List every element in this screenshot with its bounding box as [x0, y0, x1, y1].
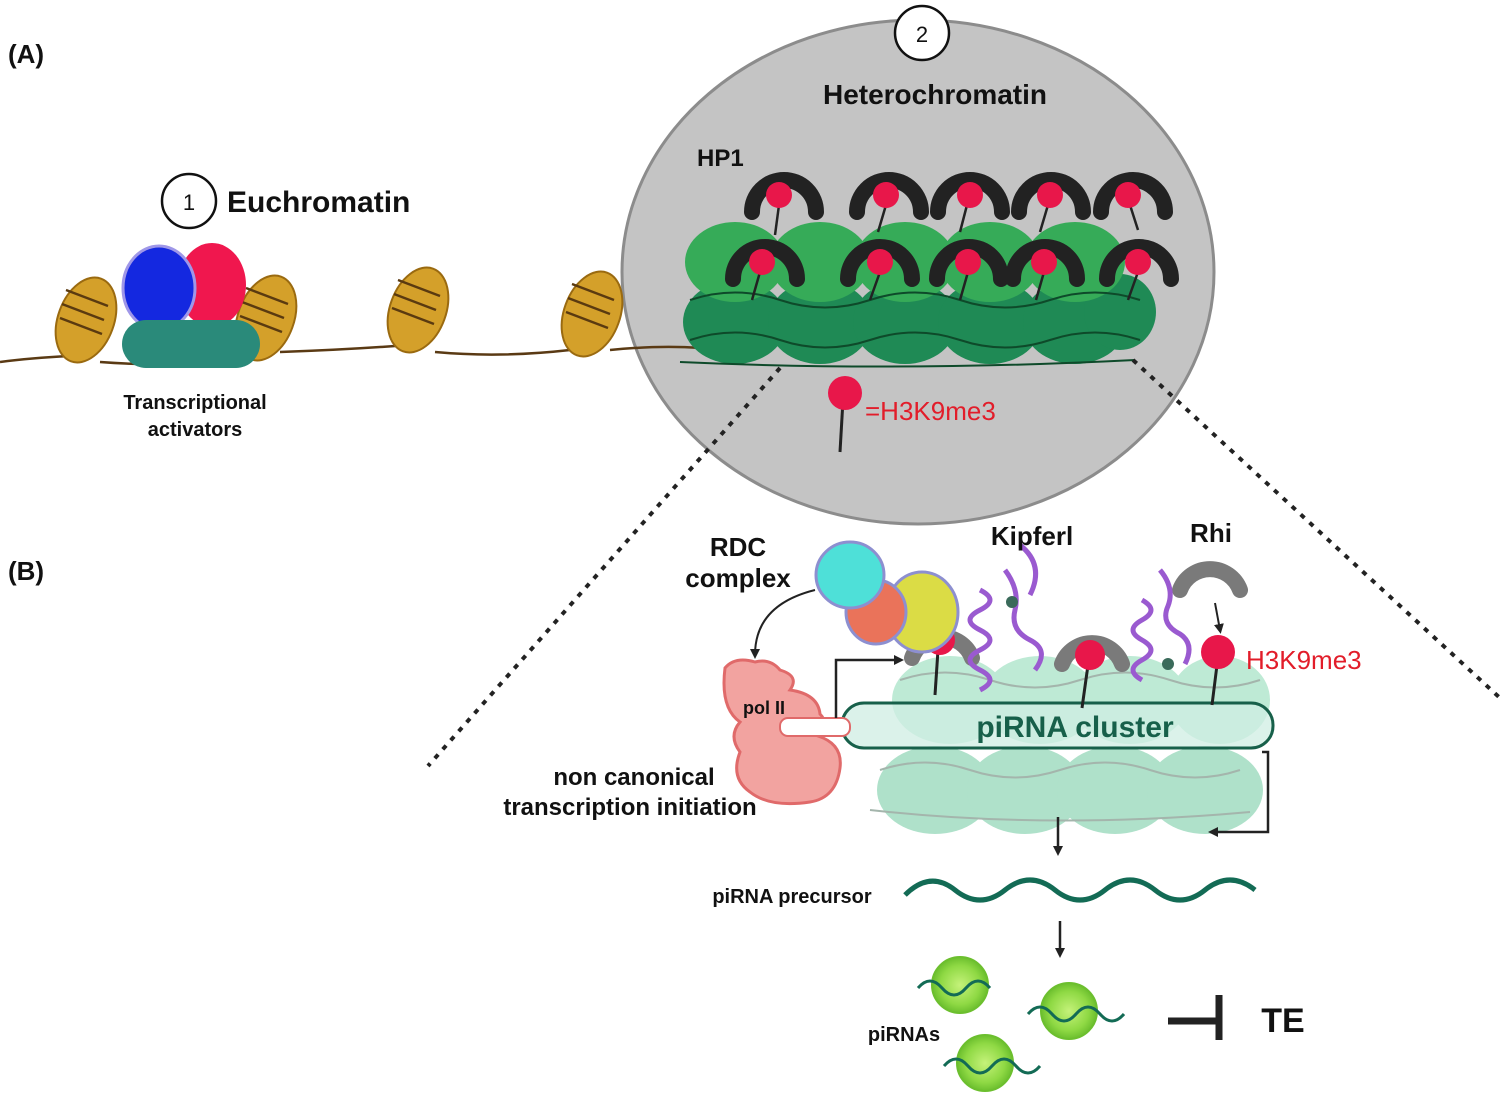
zoom-line-left: [426, 366, 782, 768]
noncanonical-label-line2: transcription initiation: [503, 794, 756, 821]
activators-label-line1: Transcriptional: [123, 392, 266, 414]
h3k9me3-marker-icon: [1201, 635, 1235, 706]
rhi-label: Rhi: [1190, 518, 1232, 548]
hp1-icon: [1005, 239, 1085, 301]
rdc-complex-icon: [814, 540, 960, 654]
kipferl-protein-icon: [1130, 568, 1192, 683]
pirna-precursor-wave: [903, 877, 1257, 903]
pirna-cluster-label: piRNA cluster: [976, 711, 1174, 744]
pirnas-label: piRNAs: [868, 1024, 940, 1046]
rhi-icon: [1172, 561, 1248, 598]
panel-b-label: (B): [8, 556, 44, 586]
hp1-icon: [929, 239, 1009, 301]
rdc-label-line2: complex: [685, 563, 791, 593]
nucleosome-icon: [386, 266, 450, 354]
euchromatin-title: Euchromatin: [227, 186, 410, 219]
hp1-icon: [1011, 172, 1091, 233]
activators-label-line2: activators: [148, 419, 243, 441]
rdc-label-line1: RDC: [710, 532, 767, 562]
rhi-binding-arrow: [1213, 602, 1224, 634]
euchromatin-number-badge: [160, 172, 218, 230]
h3k9me3-label: H3K9me3: [1246, 645, 1362, 675]
hp1-icon: [849, 172, 929, 233]
hp1-icon: [840, 239, 920, 301]
kipferl-label: Kipferl: [991, 521, 1073, 551]
cluster-return-arrow: [1208, 750, 1270, 837]
transcription-start-arrow: [834, 655, 904, 718]
precursor-label: piRNA precursor: [712, 886, 872, 908]
hp1-icon: [744, 172, 824, 236]
kipferl-protein-icon: [967, 543, 1044, 693]
hp1-icon: [725, 239, 805, 301]
pirna-icon: [1026, 982, 1126, 1040]
euchromatin-number: 1: [183, 190, 195, 215]
transcriptional-activators-complex: [121, 243, 260, 368]
rdc-recruit-arrow: [750, 589, 816, 659]
nucleosome-icon: [54, 276, 118, 364]
pirna-icon: [916, 956, 992, 1014]
heterochromatin-number: 2: [916, 22, 928, 47]
hp1-label: HP1: [697, 145, 744, 172]
hp1-icon: [1099, 239, 1179, 301]
panel-a-label: (A): [8, 39, 44, 69]
heterochromatin-title: Heterochromatin: [823, 79, 1047, 110]
inhibition-icon: [1168, 995, 1223, 1040]
te-label: TE: [1261, 1002, 1304, 1040]
rhi-icon: [1054, 635, 1130, 709]
hp1-icon: [930, 172, 1010, 233]
h3k9me3-legend-label: =H3K9me3: [865, 396, 996, 426]
h3k9me3-marker-icon: [828, 376, 862, 453]
pirna-icon: [942, 1034, 1042, 1092]
noncanonical-label-line1: non canonical: [553, 764, 714, 791]
hp1-icon: [1093, 172, 1173, 231]
nucleosome-icon: [560, 270, 624, 358]
pol2-label: pol II: [743, 698, 785, 718]
pol2-icon: [722, 658, 851, 806]
heterochromatin-number-badge: [893, 4, 951, 62]
